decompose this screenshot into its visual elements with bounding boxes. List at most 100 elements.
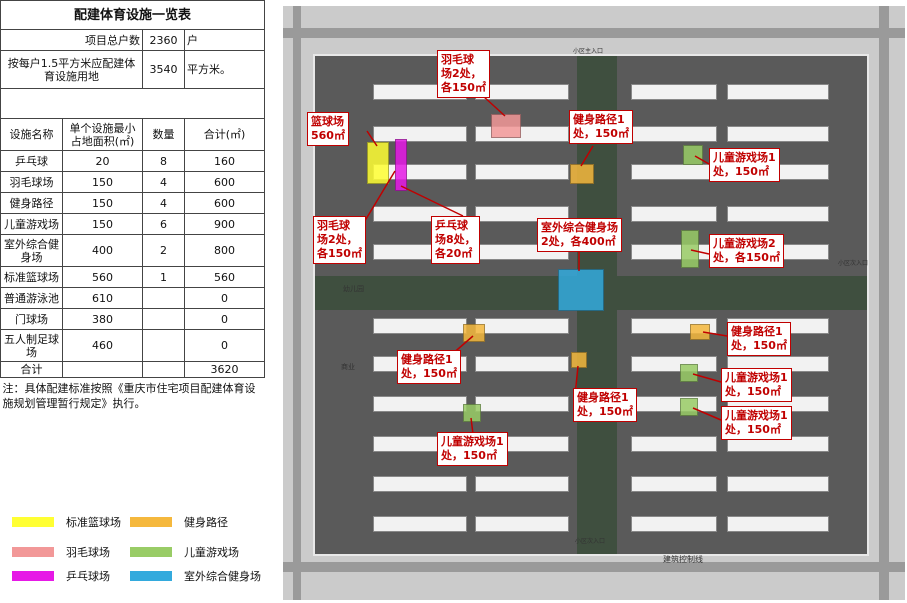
callout-playground-1: 儿童游戏场1 处，150㎡ (709, 148, 780, 182)
cell-name: 健身路径 (0, 192, 63, 214)
legend-item-pingpong: 乒乓球场 (12, 568, 110, 584)
cell-min-area: 150 (62, 213, 143, 235)
entrance-top-label: 小区主入口 (573, 48, 604, 55)
leader-line (580, 145, 594, 167)
cell-name: 羽毛球场 (0, 171, 63, 193)
legend-item-badminton: 羽毛球场 (12, 544, 110, 560)
cell-name: 室外综合健身场 (0, 234, 63, 267)
legend-swatch (130, 547, 172, 557)
cell-total: 0 (183, 287, 266, 309)
leader-line (362, 170, 396, 225)
callout-basketball: 篮球场 560㎡ (307, 112, 349, 146)
legend-item-basketball: 标准篮球场 (12, 514, 121, 530)
callout-playground-2: 儿童游戏场2 处，各150㎡ (709, 234, 784, 268)
callout-pingpong: 乒乓球 场8处， 各20㎡ (431, 216, 480, 264)
map-legend: 标准篮球场 羽毛球场 乒乓球场 健身路径 儿童游戏场 室外综合健身场 (0, 508, 280, 598)
cell-min-area: 610 (62, 287, 143, 309)
building-block (727, 84, 829, 100)
callout-playground-3: 儿童游戏场1 处，150㎡ (721, 368, 792, 402)
cell-min-area: 400 (62, 234, 143, 267)
col-header-total: 合计(㎡) (183, 118, 266, 151)
area-value: 3540 (142, 50, 185, 89)
cell-total: 900 (183, 213, 266, 235)
entrance-right-label: 小区次入口 (838, 260, 869, 267)
cell-total: 0 (183, 329, 266, 362)
leader-line (694, 155, 710, 165)
cell-count: 1 (142, 266, 185, 288)
building-block (727, 206, 829, 222)
facility-fitness-left (463, 324, 485, 342)
cell-count: 6 (142, 213, 185, 235)
facility-badminton-pingpong-strip (395, 139, 407, 191)
area-unit: 平方米。 (183, 50, 266, 89)
leader-line (482, 95, 506, 117)
building-block (475, 356, 569, 372)
building-block (631, 84, 717, 100)
callout-playground-5: 儿童游戏场1 处，150㎡ (437, 432, 508, 466)
building-block (631, 516, 717, 532)
households-unit: 户 (183, 29, 266, 51)
callout-leader-lines (362, 95, 728, 435)
cell-total: 800 (183, 234, 266, 267)
callout-playground-4: 儿童游戏场1 处，150㎡ (721, 406, 792, 440)
leader-line (690, 249, 710, 255)
kindergarten-label: 幼儿园 (343, 285, 364, 293)
facility-badminton-top (491, 114, 521, 138)
cell-count: 4 (142, 171, 185, 193)
callout-fitness-4: 健身路径1 处，150㎡ (573, 388, 637, 422)
road-east (879, 6, 889, 600)
building-block (373, 126, 467, 142)
building-block (373, 516, 467, 532)
leader-line (692, 373, 722, 383)
building-block (475, 516, 569, 532)
legend-swatch (12, 547, 54, 557)
callout-fitness-3: 健身路径1 处，150㎡ (397, 350, 461, 384)
cell-name: 标准篮球场 (0, 266, 63, 288)
leader-line (400, 185, 464, 217)
area-label: 按每户1.5平方米应配建体育设施用地 (0, 50, 143, 89)
col-header-name: 设施名称 (0, 118, 63, 151)
building-block (475, 164, 569, 180)
callout-badminton-top: 羽毛球 场2处， 各150㎡ (437, 50, 490, 98)
cell-count (142, 308, 185, 330)
cell-count (142, 329, 185, 362)
cell-count: 2 (142, 234, 185, 267)
table-title: 配建体育设施一览表 (0, 0, 266, 30)
sum-label: 合计 (0, 361, 63, 378)
cell-min-area: 150 (62, 192, 143, 214)
building-block (727, 126, 829, 142)
building-block (631, 476, 717, 492)
facility-fitness-right (690, 324, 710, 340)
callout-fitness-1: 健身路径1 处，150㎡ (569, 110, 633, 144)
legend-item-fitness-path: 健身路径 (130, 514, 228, 530)
building-block (727, 516, 829, 532)
households-label: 项目总户数 (0, 29, 143, 51)
facility-outdoor-gym (558, 269, 604, 311)
facility-playground-mid (681, 230, 699, 268)
cell-min-area: 560 (62, 266, 143, 288)
legend-swatch (12, 517, 54, 527)
legend-swatch (130, 517, 172, 527)
cell-min-area: 20 (62, 150, 143, 172)
sum-value: 3620 (183, 361, 266, 378)
cell-total: 600 (183, 192, 266, 214)
facility-fitness-center (571, 352, 587, 368)
legend-swatch (130, 571, 172, 581)
cell-total: 160 (183, 150, 266, 172)
leader-line (366, 130, 378, 147)
callout-badminton-left: 羽毛球 场2处， 各150㎡ (313, 216, 366, 264)
building-block (475, 476, 569, 492)
building-block (373, 476, 467, 492)
cell-total: 0 (183, 308, 266, 330)
cell-min-area: 460 (62, 329, 143, 362)
building-block (727, 476, 829, 492)
col-header-min-area: 单个设施最小占地面积(㎡) (62, 118, 143, 151)
cell-name: 五人制足球场 (0, 329, 63, 362)
